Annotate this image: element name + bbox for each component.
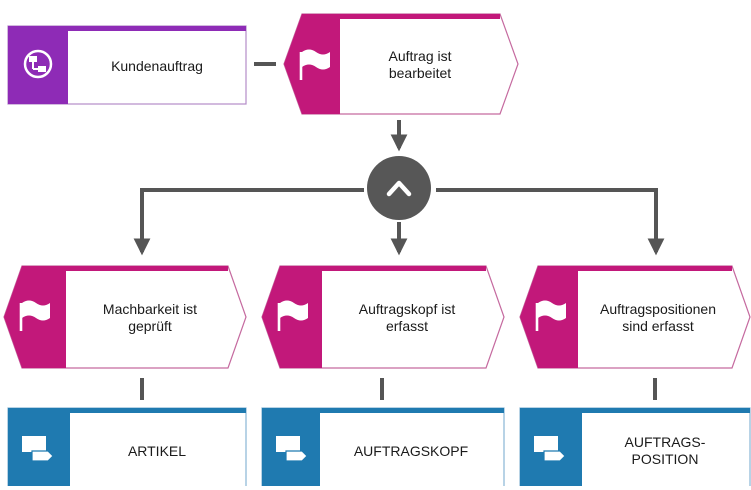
flag-icon: [19, 300, 50, 331]
caret-up-icon: [386, 180, 412, 197]
event-top-shape[interactable]: [283, 13, 519, 115]
flag-icon: [277, 300, 308, 331]
org-unit-box[interactable]: [7, 25, 247, 105]
event-shape-3[interactable]: [519, 265, 751, 369]
and-operator[interactable]: [367, 156, 431, 220]
flow-arrow-branch-left: [133, 188, 364, 256]
entity-tag-icon: [534, 436, 566, 462]
flow-arrow-branch-right: [436, 188, 665, 256]
entity-box-2[interactable]: [261, 407, 505, 486]
entity-label-1: ARTIKEL: [127, 442, 187, 459]
event-label-2: Auftragskopf ist erfasst: [358, 301, 456, 334]
org-unit-label: Kundenauftrag: [111, 57, 203, 74]
data-connectors: [140, 378, 657, 400]
entity-box-3[interactable]: [519, 407, 751, 486]
event-shape-2[interactable]: [261, 265, 505, 369]
flag-icon: [535, 300, 566, 331]
event-shape-1[interactable]: [3, 265, 247, 369]
org-unit-icon: [23, 49, 53, 79]
branch-connectors: [133, 188, 665, 256]
event-label-1: Machbarkeit ist geprüft: [102, 301, 198, 334]
entity-box-1[interactable]: [7, 407, 247, 486]
entity-label-3: AUFTRAGS- POSITION: [624, 434, 706, 467]
entity-tag-icon: [276, 436, 308, 462]
flag-icon: [299, 49, 330, 80]
event-top-label: Auftrag ist bearbeitet: [388, 48, 452, 81]
entity-tag-icon: [22, 436, 54, 462]
event-label-3: Auftragspositionen sind erfasst: [600, 301, 716, 334]
entity-label-2: AUFTRAGSKOPF: [353, 442, 469, 459]
